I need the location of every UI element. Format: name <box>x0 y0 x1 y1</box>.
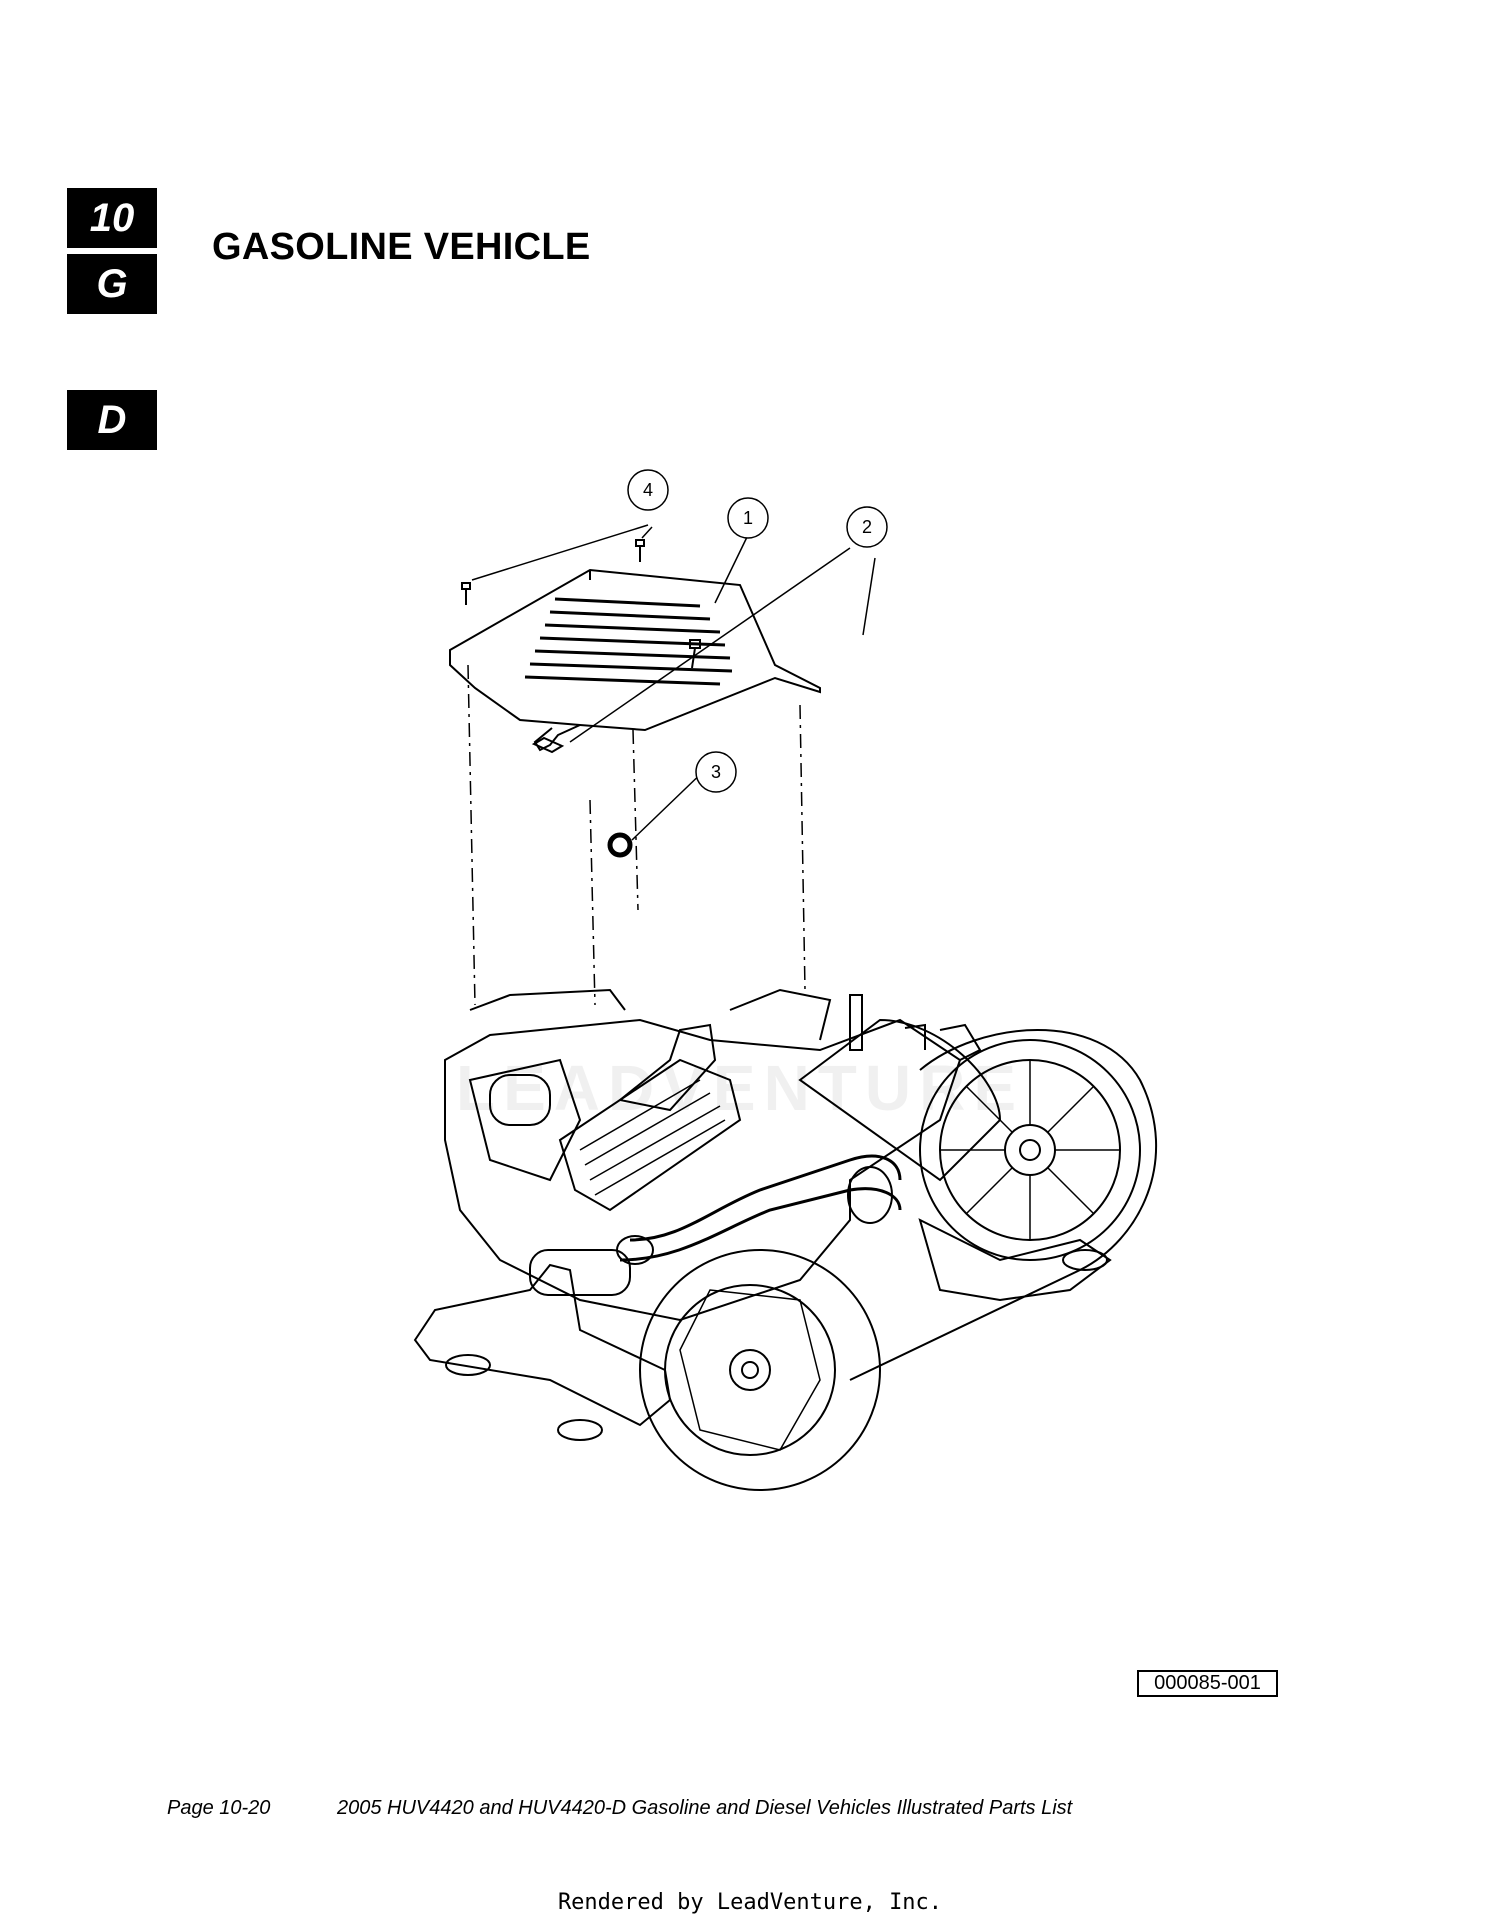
section-tab-diesel: D <box>67 390 157 450</box>
figure-id-label: 000085-001 <box>1137 1670 1278 1697</box>
engine-assembly <box>413 988 1157 1491</box>
footer-page-number: Page 10-20 <box>167 1797 271 1819</box>
callout-3: 3 <box>711 762 721 782</box>
engine-exploded-diagram: 4 1 2 3 LEADVENTURE <box>413 469 1157 1491</box>
callout-2: 2 <box>862 517 872 537</box>
callout-bubbles <box>627 469 888 793</box>
heat-shield <box>449 568 821 752</box>
callout-1: 1 <box>743 508 753 528</box>
section-tab-gasoline: G <box>67 254 157 314</box>
grommet-part <box>607 832 633 858</box>
callout-4: 4 <box>643 480 653 500</box>
section-tab-number: 10 <box>67 188 157 248</box>
watermark: LEADVENTURE <box>456 1052 1024 1124</box>
rendered-by-credit: Rendered by LeadVenture, Inc. <box>557 1890 943 1915</box>
screw-part <box>461 539 701 754</box>
page-title: GASOLINE VEHICLE <box>212 226 591 268</box>
footer-document-title: 2005 HUV4420 and HUV4420-D Gasoline and … <box>337 1797 1073 1819</box>
